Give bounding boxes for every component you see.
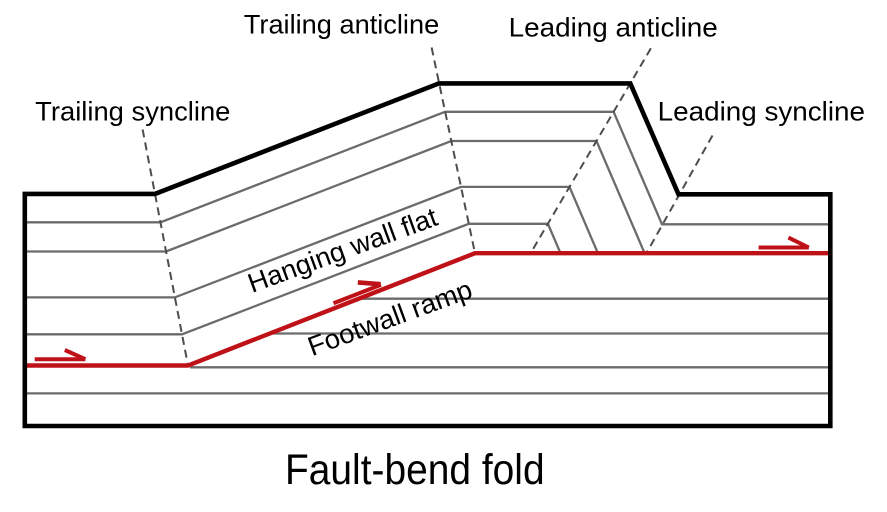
svg-text:Fault-bend fold: Fault-bend fold	[285, 447, 545, 494]
svg-text:Trailing syncline: Trailing syncline	[35, 97, 230, 127]
svg-text:Leading syncline: Leading syncline	[658, 97, 865, 127]
svg-text:Leading anticline: Leading anticline	[509, 13, 718, 43]
svg-text:Trailing anticline: Trailing anticline	[244, 10, 439, 40]
